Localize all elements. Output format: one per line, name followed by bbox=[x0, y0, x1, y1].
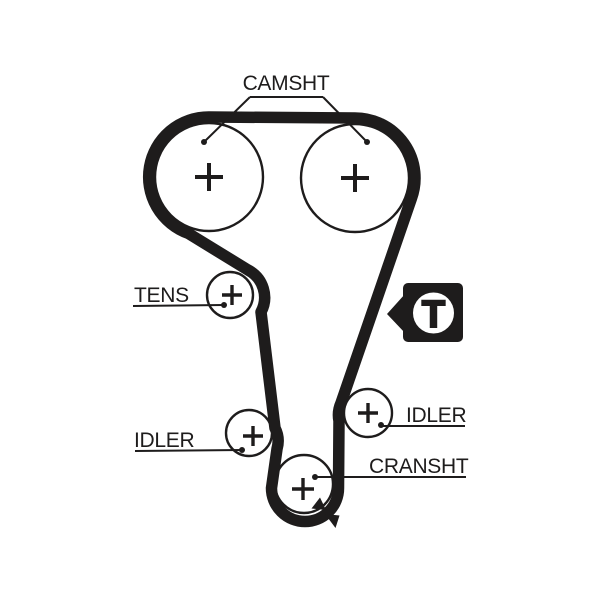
camshaft-leader-lines bbox=[203, 96, 368, 143]
crankshaft-leader-dot bbox=[312, 474, 318, 480]
camshaft-pulley-left bbox=[153, 121, 265, 233]
crankshaft-pulley bbox=[273, 453, 335, 515]
timing-mark-arrow-outer-icon bbox=[325, 514, 340, 528]
tension-marker-arrow-icon bbox=[387, 294, 405, 333]
idler-right-center-cross bbox=[358, 403, 378, 423]
idler-right-label: IDLER bbox=[406, 404, 466, 427]
idler-left-leader-dot bbox=[239, 447, 245, 453]
tensioner-label: TENS bbox=[134, 284, 189, 307]
timing-belt-path bbox=[142, 111, 421, 528]
tensioner-pulley bbox=[205, 270, 255, 320]
tensioner-leader-dot bbox=[221, 302, 227, 308]
timing-mark-arrow-inner-icon bbox=[311, 497, 326, 510]
tensioner-center-cross bbox=[222, 285, 242, 305]
idler-left-center-cross bbox=[243, 426, 263, 446]
idler-pulley-right bbox=[342, 387, 394, 439]
camshaft-right-center-cross bbox=[341, 164, 369, 192]
tensioner-leader-line bbox=[132, 304, 225, 307]
idler-left-label: IDLER bbox=[134, 429, 194, 452]
tension-marker: T bbox=[387, 283, 463, 342]
crankshaft-label: CRANSHT bbox=[369, 455, 469, 478]
camshaft-left-leader-dot bbox=[201, 139, 207, 145]
tension-marker-letter: T bbox=[422, 294, 445, 336]
camshaft-left-center-cross bbox=[195, 163, 223, 191]
camshaft-right-leader-dot bbox=[364, 139, 370, 145]
tension-marker-circle bbox=[413, 292, 454, 334]
idler-right-leader-dot bbox=[378, 422, 384, 428]
crankshaft-center-cross bbox=[292, 478, 314, 500]
camshaft-label: CAMSHT bbox=[243, 72, 330, 95]
idler-left-leader-line bbox=[134, 449, 243, 452]
camshaft-pulley-right bbox=[299, 122, 411, 234]
idler-pulley-left bbox=[224, 408, 274, 458]
